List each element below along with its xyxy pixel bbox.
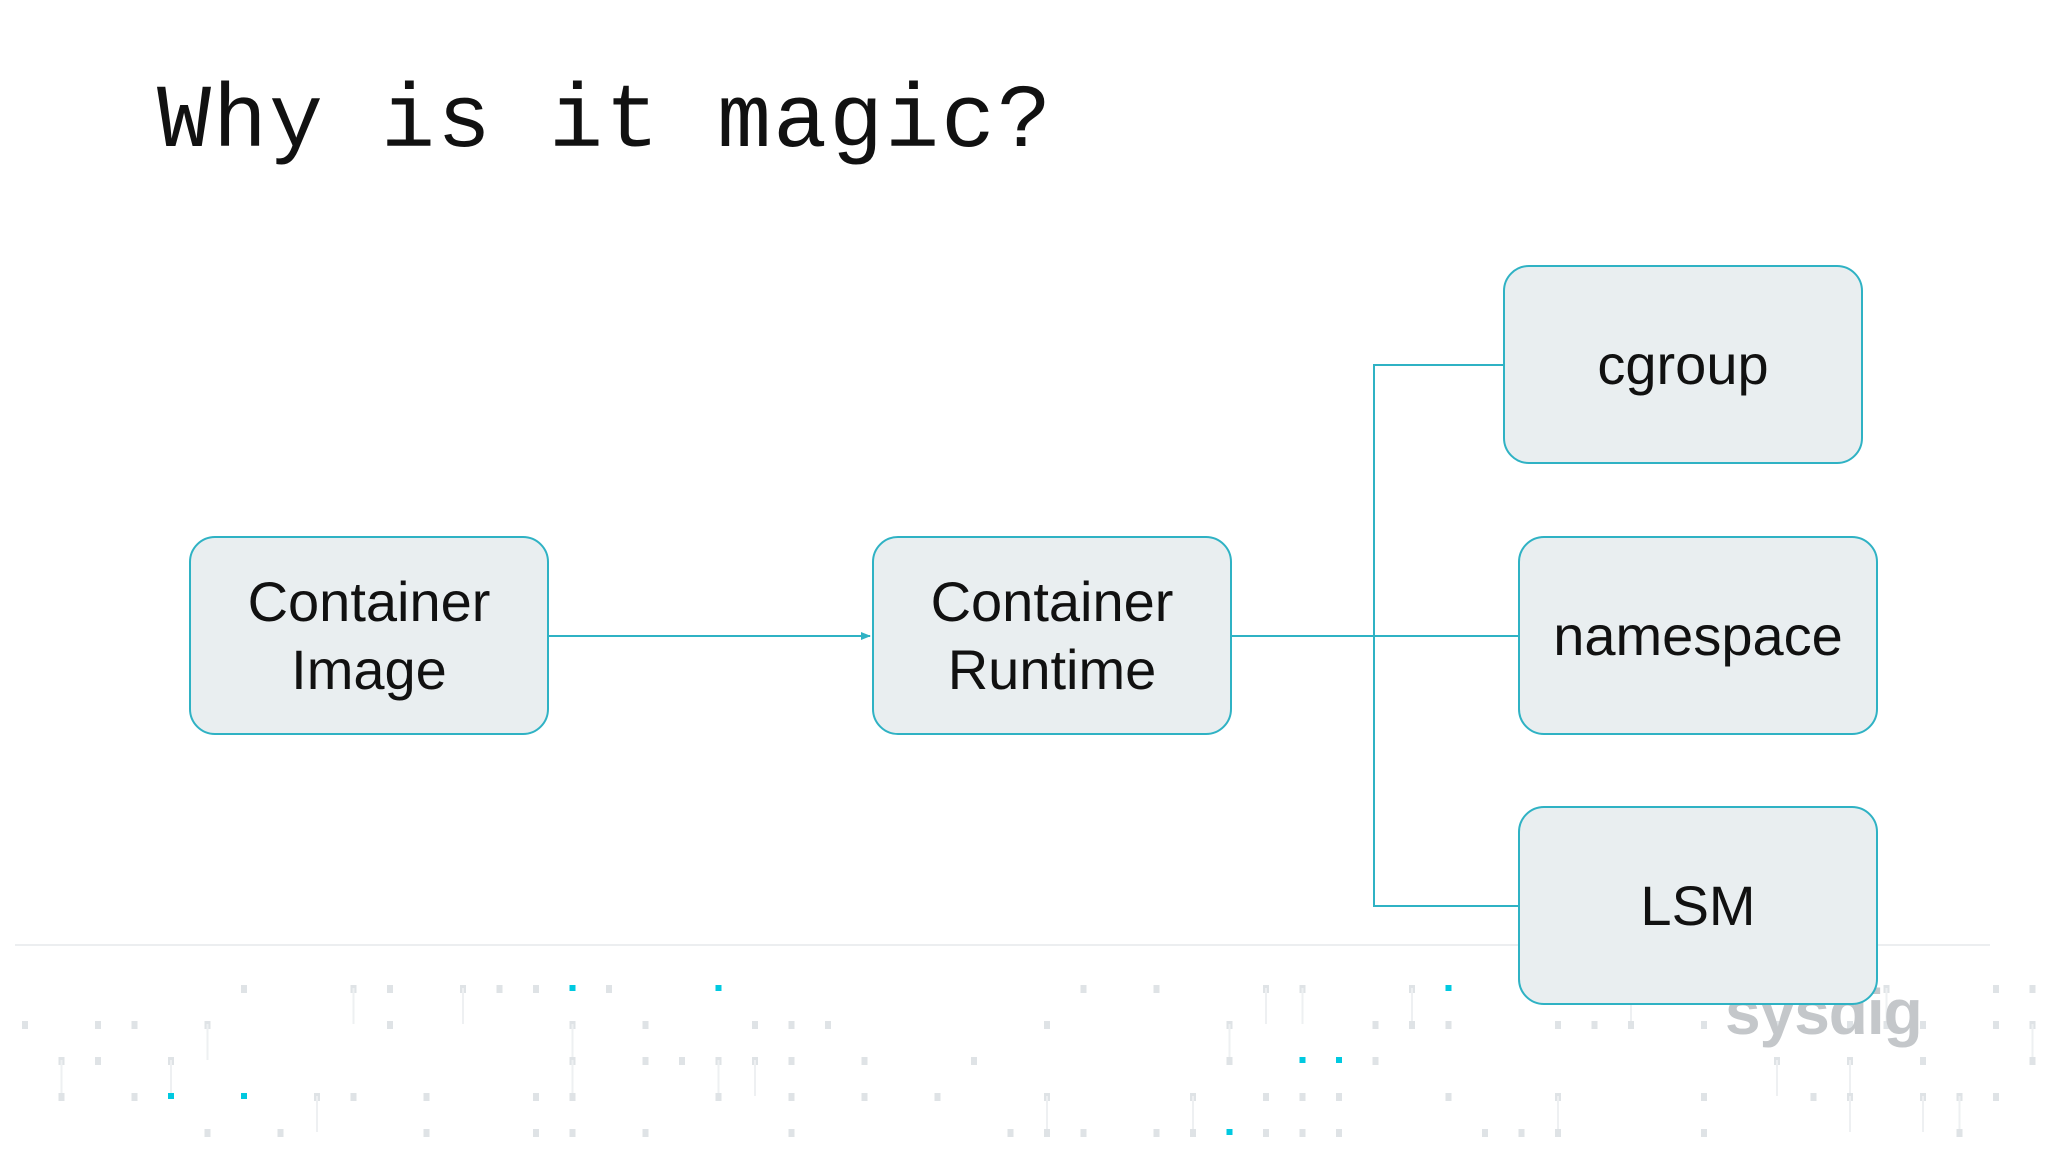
slide-title: Why is it magic? [157,72,1054,174]
node-lsm: LSM [1518,806,1878,1005]
node-cgroup: cgroup [1503,265,1863,464]
edge-runtime-to-lsm [1373,636,1518,907]
node-namespace-label: namespace [1553,603,1843,667]
node-namespace: namespace [1518,536,1878,735]
node-container-runtime: Container Runtime [872,536,1232,735]
node-container-image-label: Container Image [247,570,491,701]
node-cgroup-label: cgroup [1597,332,1769,396]
node-lsm-label: LSM [1640,873,1756,937]
node-container-runtime-label: Container Runtime [930,570,1174,701]
edge-runtime-to-cgroup [1373,364,1503,636]
node-container-image: Container Image [189,536,549,735]
